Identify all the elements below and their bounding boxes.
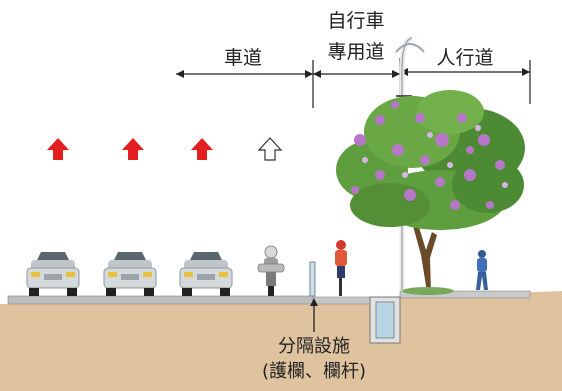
up-arrow-outline-icon (257, 137, 283, 161)
cyclist-icon (335, 240, 347, 296)
sidewalk-label: 人行道 (436, 47, 493, 69)
car-icon (179, 252, 233, 296)
up-arrow-icon (122, 138, 144, 160)
ground-soil (0, 291, 562, 391)
direction-arrows (47, 137, 283, 161)
car-icon (26, 252, 80, 296)
up-arrow-icon (191, 138, 213, 160)
bike-lane-label-line2: 專用道 (327, 41, 384, 63)
pedestrian-icon (476, 250, 488, 290)
separator-label-line2: (護欄、欄杆) (262, 361, 366, 382)
road-pavement (7, 295, 314, 305)
bike-lane-pavement (312, 296, 371, 305)
up-arrow-icon (47, 138, 69, 160)
motorcycle-icon (257, 245, 285, 296)
bike-lane-label-line1: 自行車 (327, 10, 384, 32)
separator-pointer (310, 298, 318, 332)
streetlight-icon (395, 35, 425, 290)
drainage-gutter (369, 296, 401, 344)
car-icon (103, 252, 157, 296)
sidewalk-pavement (399, 290, 531, 299)
dimension-arrowheads (176, 68, 530, 78)
roadway-label: 車道 (224, 47, 262, 69)
tree-icon (336, 90, 525, 295)
separator-barrier (309, 261, 316, 297)
separator-label-line1: 分隔設施 (278, 336, 350, 357)
